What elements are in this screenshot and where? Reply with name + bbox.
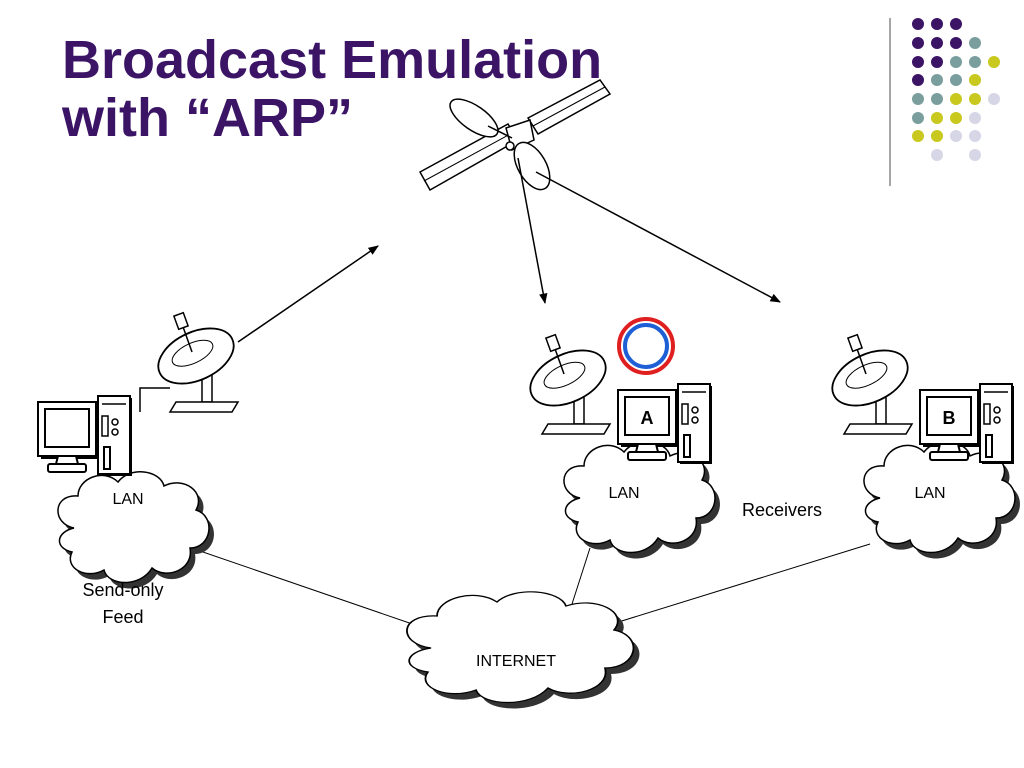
downlink-arrow-b [535,171,781,303]
cloud-icon [406,590,640,709]
send-only-label-line2: Feed [102,607,143,627]
lan-label-a: LAN [608,485,639,502]
title-line-1: Broadcast Emulation [62,30,603,90]
lan-label-sender: LAN [112,491,143,508]
computer-a-label: A [641,408,654,428]
computer-b-label: B [943,408,956,428]
link-a-internet [571,547,591,605]
highlight-ring-icon [617,317,675,375]
downlink-arrow-a [517,157,548,305]
sender-cable [139,387,170,412]
receivers-label: Receivers [742,500,822,520]
title-line-2: with “ARP” [62,88,353,148]
send-only-label-line1: Send-only [82,580,163,600]
lan-label-b: LAN [914,485,945,502]
link-b-internet [611,543,871,625]
computer-icon [919,383,1015,465]
cloud-icon [57,471,214,589]
satellite-icon [418,79,612,192]
dish-icon [822,333,918,435]
uplink-arrow [237,245,379,343]
dish-icon [148,311,244,413]
dish-icon [520,333,616,435]
computer-icon [37,395,133,477]
link-sender-internet [167,539,425,629]
dot-grid-decoration [912,18,1000,161]
internet-label: INTERNET [476,653,556,670]
computer-icon [617,383,713,465]
